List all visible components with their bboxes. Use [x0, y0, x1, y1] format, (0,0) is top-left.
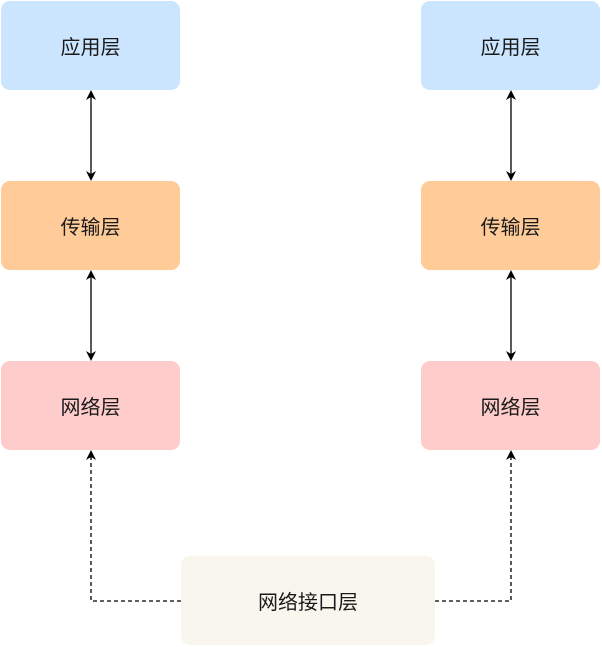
network-interface-layer-label: 网络接口层 — [258, 590, 358, 614]
left-network-layer-label: 网络层 — [60, 395, 121, 419]
right-application-layer: 应用层 — [421, 1, 600, 90]
iface-to-left-network-arrow — [86, 450, 181, 602]
right-transport-layer: 传输层 — [421, 181, 600, 270]
left-network-layer: 网络层 — [1, 361, 180, 450]
right-network-layer: 网络层 — [421, 361, 600, 450]
left-application-layer-label: 应用层 — [60, 35, 121, 59]
right-application-layer-label: 应用层 — [480, 35, 541, 59]
network-interface-layer: 网络接口层 — [181, 556, 435, 645]
right-transport-layer-label: 传输层 — [480, 215, 541, 239]
iface-to-right-network-arrow — [435, 450, 516, 602]
left-transport-layer: 传输层 — [1, 181, 180, 270]
left-application-layer: 应用层 — [1, 1, 180, 90]
left-transport-layer-label: 传输层 — [60, 215, 121, 239]
right-network-layer-label: 网络层 — [480, 395, 541, 419]
